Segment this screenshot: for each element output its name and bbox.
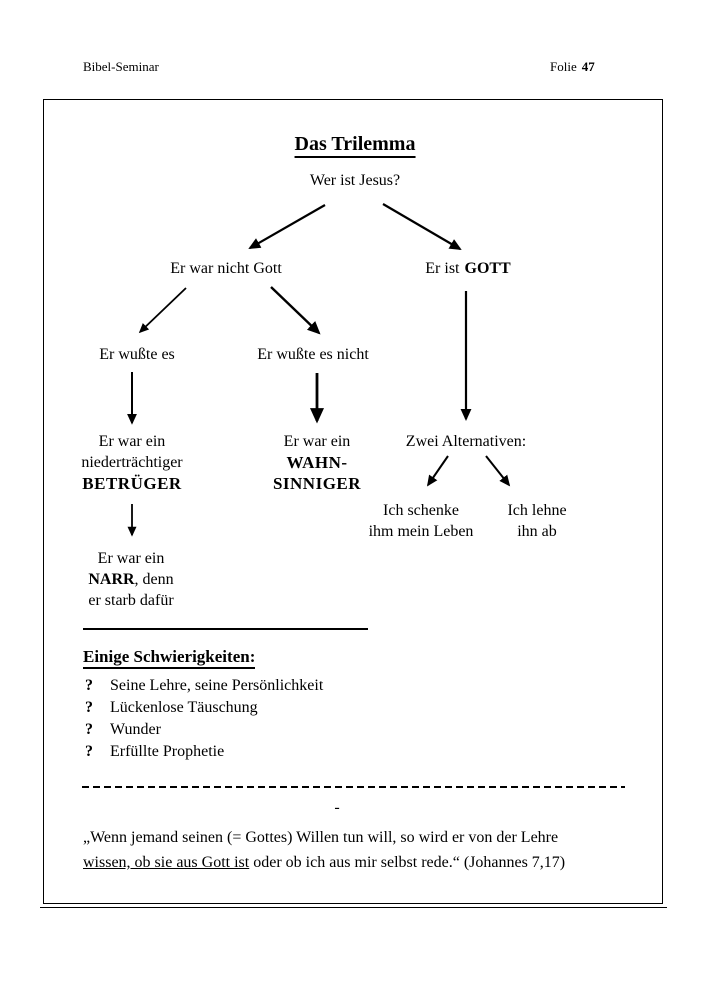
quote-line1: „Wenn jemand seinen (= Gottes) Willen tu…: [83, 829, 559, 846]
dashed-divider-wrap-dash: -: [334, 799, 340, 816]
question-bullet: ?: [85, 699, 93, 716]
dashed-divider: [82, 786, 625, 788]
question-bullet: ?: [85, 721, 93, 738]
diagram-title-text: Das Trilemma: [294, 133, 416, 158]
quote-underlined-part: wissen, ob sie aus Gott ist: [83, 854, 250, 871]
node-knew-not: Er wußte es nicht: [257, 346, 369, 363]
deceiver-line2: niederträchtiger: [81, 454, 183, 471]
difficulties-heading-text: Einige Schwierigkeiten:: [83, 647, 256, 669]
difficulty-text: Seine Lehre, seine Persönlichkeit: [110, 677, 324, 694]
difficulty-text: Wunder: [110, 721, 161, 738]
difficulties-heading: Einige Schwierigkeiten:: [83, 646, 256, 669]
question-bullet: ?: [85, 677, 93, 694]
fool-line3: er starb dafür: [88, 592, 174, 609]
fool-line2-rest: , denn: [134, 571, 174, 588]
quote-line2: wissen, ob sie aus Gott ist oder ob ich …: [83, 850, 565, 875]
reject-line2: ihn ab: [517, 523, 557, 540]
madman-line3: SINNIGER: [272, 474, 362, 493]
header-slide-ref: Folie 47: [550, 56, 595, 77]
node-fool: Er war ein NARR, denn er starb dafür: [88, 548, 173, 611]
node-is-god-prefix: Er ist: [425, 260, 460, 277]
difficulty-item-3: ? Wunder: [85, 721, 161, 739]
madman-line1: Er war ein: [283, 433, 351, 450]
header-document-title: Bibel-Seminar: [83, 59, 159, 74]
section-divider: [83, 628, 368, 630]
madman-line2: WAHN-: [286, 453, 348, 472]
accept-line2: ihm mein Leben: [368, 523, 474, 540]
diagram-question: Wer ist Jesus?: [309, 172, 401, 189]
diagram-title: Das Trilemma: [294, 133, 416, 158]
node-madman: Er war ein WAHN- SINNIGER: [273, 431, 361, 494]
quote-rest: oder ob ich aus mir selbst rede.“ (Johan…: [249, 854, 566, 871]
scripture-quote: „Wenn jemand seinen (= Gottes) Willen tu…: [83, 825, 565, 875]
node-knew: Er wußte es: [99, 346, 175, 363]
slide-label: Folie: [550, 59, 577, 74]
fool-line2: NARR, denn: [88, 569, 173, 590]
fool-line2-bold: NARR: [88, 571, 135, 588]
slide-number: 47: [581, 59, 595, 74]
question-bullet: ?: [85, 743, 93, 760]
difficulty-item-4: ? Erfüllte Prophetie: [85, 743, 224, 761]
node-deceiver: Er war ein niederträchtiger BETRÜGER: [81, 431, 182, 494]
deceiver-line3: BETRÜGER: [82, 474, 182, 493]
frame-bottom-line: [40, 907, 667, 908]
node-not-god: Er war nicht Gott: [170, 260, 282, 277]
fool-line1: Er war ein: [97, 550, 165, 567]
difficulty-item-1: ? Seine Lehre, seine Persönlichkeit: [85, 677, 323, 695]
difficulty-item-2: ? Lückenlose Täuschung: [85, 699, 258, 717]
reject-line1: Ich lehne: [507, 502, 567, 519]
accept-line1: Ich schenke: [383, 502, 459, 519]
node-accept: Ich schenke ihm mein Leben: [369, 500, 474, 542]
content-frame: [43, 99, 663, 904]
node-reject: Ich lehne ihn ab: [507, 500, 566, 542]
deceiver-line1: Er war ein: [98, 433, 166, 450]
node-alternatives: Zwei Alternativen:: [405, 433, 527, 450]
node-is-god-bold: GOTT: [464, 260, 511, 277]
difficulty-text: Erfüllte Prophetie: [110, 743, 225, 760]
difficulty-text: Lückenlose Täuschung: [110, 699, 258, 716]
